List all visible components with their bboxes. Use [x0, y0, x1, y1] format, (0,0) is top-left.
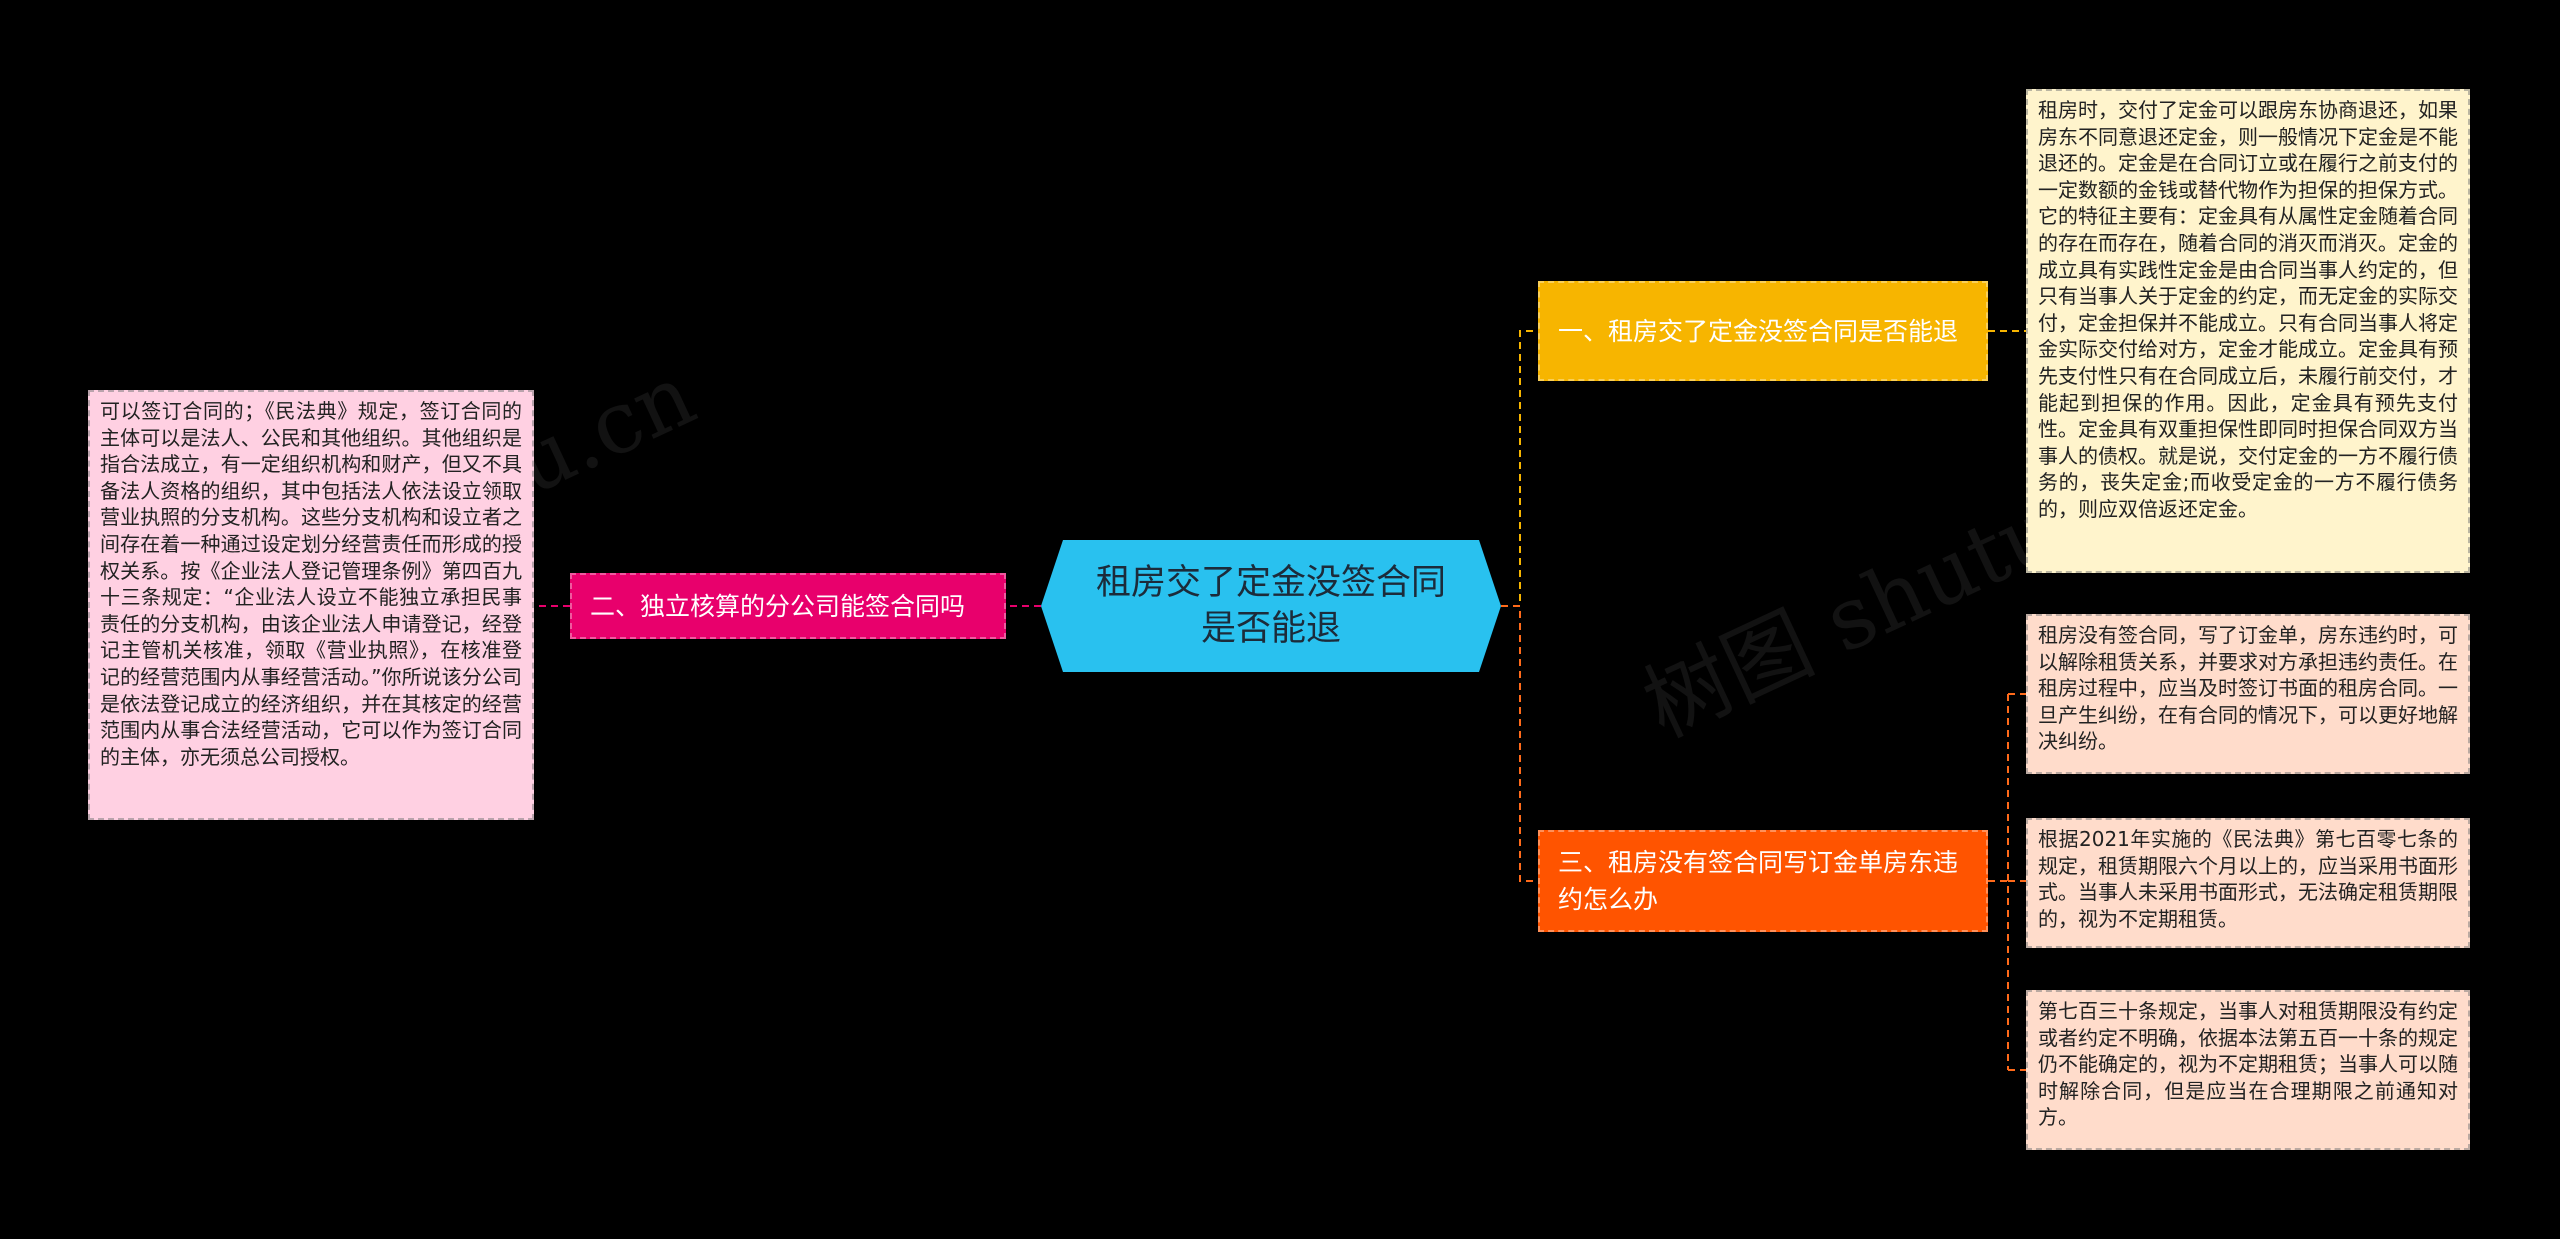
- leaf-text: 租房没有签合同，写了订金单，房东违约时，可以解除租赁关系，并要求对方承担违约责任…: [2038, 623, 2458, 754]
- leaf-article-707[interactable]: 根据2021年实施的《民法典》第七百零七条的规定，租赁期限六个月以上的，应当采用…: [2026, 818, 2470, 948]
- branch-landlord-breach[interactable]: 三、租房没有签合同写订金单房东违约怎么办: [1538, 830, 1988, 932]
- leaf-branch-company-explanation[interactable]: 可以签订合同的；《民法典》规定，签订合同的主体可以是法人、公民和其他组织。其他组…: [88, 390, 534, 820]
- leaf-text: 可以签订合同的；《民法典》规定，签订合同的主体可以是法人、公民和其他组织。其他组…: [100, 399, 522, 769]
- link-center-branch3: [1501, 605, 1538, 882]
- branch-label: 三、租房没有签合同写订金单房东违约怎么办: [1558, 848, 1959, 914]
- central-topic-label: 租房交了定金没签合同是否能退: [1095, 563, 1446, 649]
- leaf-article-730[interactable]: 第七百三十条规定，当事人对租赁期限没有约定或者约定不明确，依据本法第五百一十条的…: [2026, 990, 2470, 1150]
- link-center-branch1: [1501, 330, 1538, 607]
- branch-deposit-refund[interactable]: 一、租房交了定金没签合同是否能退: [1538, 281, 1988, 381]
- link-branch3-leaves: [1988, 693, 2026, 1071]
- leaf-breach-remedy[interactable]: 租房没有签合同，写了订金单，房东违约时，可以解除租赁关系，并要求对方承担违约责任…: [2026, 614, 2470, 774]
- leaf-deposit-explanation[interactable]: 租房时，交付了定金可以跟房东协商退还，如果房东不同意退还定金，则一般情况下定金是…: [2026, 89, 2470, 573]
- leaf-text: 租房时，交付了定金可以跟房东协商退还，如果房东不同意退还定金，则一般情况下定金是…: [2038, 98, 2458, 521]
- leaf-text: 第七百三十条规定，当事人对租赁期限没有约定或者约定不明确，依据本法第五百一十条的…: [2038, 999, 2458, 1130]
- branch-branch-company-contract[interactable]: 二、独立核算的分公司能签合同吗: [570, 573, 1006, 639]
- central-topic[interactable]: 租房交了定金没签合同是否能退: [1041, 540, 1501, 672]
- branch-label: 一、租房交了定金没签合同是否能退: [1558, 316, 1959, 346]
- leaf-text: 根据2021年实施的《民法典》第七百零七条的规定，租赁期限六个月以上的，应当采用…: [2038, 827, 2458, 931]
- branch-label: 二、独立核算的分公司能签合同吗: [590, 591, 966, 621]
